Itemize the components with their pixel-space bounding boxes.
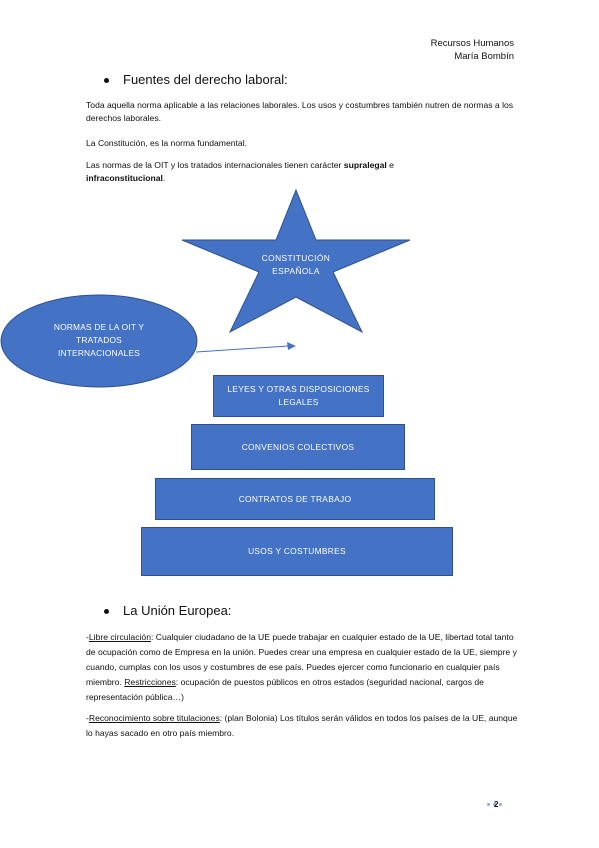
paragraph-constitucion: La Constitución, es la norma fundamental… — [86, 138, 247, 148]
star-label-line2: ESPAÑOLA — [272, 266, 320, 276]
section-title-text: La Unión Europea: — [123, 603, 232, 618]
p3-bold-infraconstitucional: infraconstitucional — [86, 173, 163, 183]
paragraph-definition: Toda aquella norma aplicable a las relac… — [86, 100, 514, 123]
pyramid-level-convenios: CONVENIOS COLECTIVOS — [191, 424, 405, 470]
reconocimiento-text: : (plan Bolonia) Los títulos serán válid… — [86, 713, 518, 738]
paragraph-libre-circulacion: -Libre circulación: Cualquier ciudadano … — [86, 630, 518, 705]
header-author: María Bombín — [454, 51, 514, 62]
term-reconocimiento: Reconocimiento sobre titulaciones — [88, 713, 220, 723]
section-title-text: Fuentes del derecho laboral: — [123, 72, 288, 87]
page-number-decoration — [487, 793, 505, 811]
ellipse-label-line1: NORMAS DE LA OIT Y — [53, 322, 145, 332]
paragraph-oit: Las normas de la OIT y los tratados inte… — [86, 159, 518, 185]
term-libre-circulacion: Libre circulación — [88, 632, 151, 642]
pyramid-level-contratos: CONTRATOS DE TRABAJO — [155, 478, 435, 520]
level-leyes-line2: LEGALES — [278, 397, 319, 407]
term-restricciones: Restricciones — [124, 677, 176, 687]
paragraph-titulaciones: -Reconocimiento sobre titulaciones: (pla… — [86, 711, 518, 741]
ellipse-label-line2: TRATADOS — [76, 335, 122, 345]
level-leyes-line1: LEYES Y OTRAS DISPOSICIONES — [227, 384, 370, 394]
star-label-line1: CONSTITUCIÓN — [261, 253, 331, 263]
bullet-icon — [104, 609, 109, 615]
libre-circulacion-text: : Cualquier ciudadano de la UE puede tra… — [86, 632, 517, 687]
bullet-icon — [104, 78, 109, 84]
ellipse-shape — [0, 294, 198, 388]
dash: - — [86, 632, 89, 642]
section-title-ue: La Unión Europea: — [104, 603, 231, 618]
pyramid-level-usos: USOS Y COSTUMBRES — [141, 527, 453, 576]
section-title-fuentes: Fuentes del derecho laboral: — [104, 72, 288, 87]
ellipse-label: NORMAS DE LA OIT Y TRATADOS INTERNACIONA… — [24, 321, 174, 360]
p3-bold-supralegal: supralegal — [343, 160, 387, 170]
dash: - — [86, 713, 89, 723]
arrow-line — [195, 345, 289, 353]
header-course: Recursos Humanos — [430, 38, 514, 49]
star-label: CONSTITUCIÓN ESPAÑOLA — [246, 252, 346, 278]
pyramid-level-leyes: LEYES Y OTRAS DISPOSICIONES LEGALES — [213, 375, 384, 417]
restricciones-text: : ocupación de puestos públicos en otros… — [86, 677, 484, 702]
page-header: Recursos Humanos María Bombín — [431, 37, 514, 63]
arrow-head-icon — [287, 342, 296, 350]
page-number: 2 — [494, 800, 499, 809]
ellipse-label-line3: INTERNACIONALES — [57, 348, 141, 358]
p3-text-mid: e — [386, 160, 394, 170]
star-shape — [181, 188, 411, 334]
p3-text: Las normas de la OIT y los tratados inte… — [86, 160, 344, 170]
p3-text-end: . — [162, 173, 166, 183]
